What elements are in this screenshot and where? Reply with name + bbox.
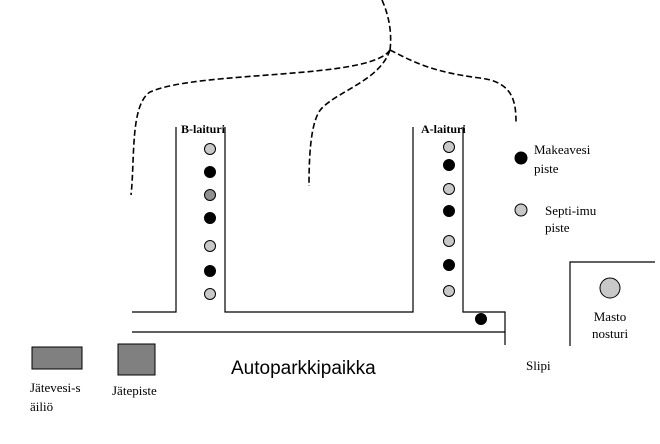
- waste-box-icon: [31, 346, 83, 370]
- freshwater-label: Makeavesi piste: [534, 142, 591, 176]
- wastewater-tank-label: Jätevesi-säiliö: [30, 380, 81, 414]
- septic-point-icon: [514, 203, 528, 217]
- waste-point-label: Jätepiste: [112, 383, 157, 398]
- crane-area-border: [569, 261, 655, 346]
- waste-box-icon: [117, 343, 156, 376]
- b-pier-label: B-laituri: [181, 122, 225, 136]
- path-left: [130, 49, 391, 196]
- path-middle: [308, 49, 391, 187]
- freshwater-point-icon: [204, 265, 216, 277]
- septic-point-icon: [204, 240, 216, 252]
- crane-label: Masto nosturi: [591, 309, 629, 341]
- slip-label: Slipi: [526, 358, 551, 373]
- b-pier-outline: [132, 127, 414, 313]
- septic-point-icon: [443, 235, 455, 247]
- path-north: [381, 0, 392, 51]
- septic-point-icon: [204, 143, 216, 155]
- path-right: [389, 49, 517, 123]
- freshwater-point-icon: [443, 259, 455, 271]
- freshwater-point-icon: [443, 205, 455, 217]
- freshwater-point-icon: [514, 151, 528, 165]
- freshwater-point-icon: [204, 212, 216, 224]
- septic-label: Septi-imupiste: [545, 203, 597, 235]
- septic-point-icon: [443, 183, 455, 195]
- septic-point-icon: [204, 288, 216, 300]
- freshwater-point-icon: [204, 166, 216, 178]
- septic-point-icon: [204, 189, 216, 201]
- freshwater-point-icon: [443, 159, 455, 171]
- a-pier-label: A-laituri: [421, 122, 466, 136]
- septic-point-icon: [443, 141, 455, 153]
- freshwater-point-icon: [475, 313, 487, 325]
- parking-label: Autoparkkipaikka: [231, 358, 376, 379]
- crane-icon: [599, 277, 621, 299]
- a-pier-outline: [132, 127, 506, 333]
- septic-point-icon: [443, 285, 455, 297]
